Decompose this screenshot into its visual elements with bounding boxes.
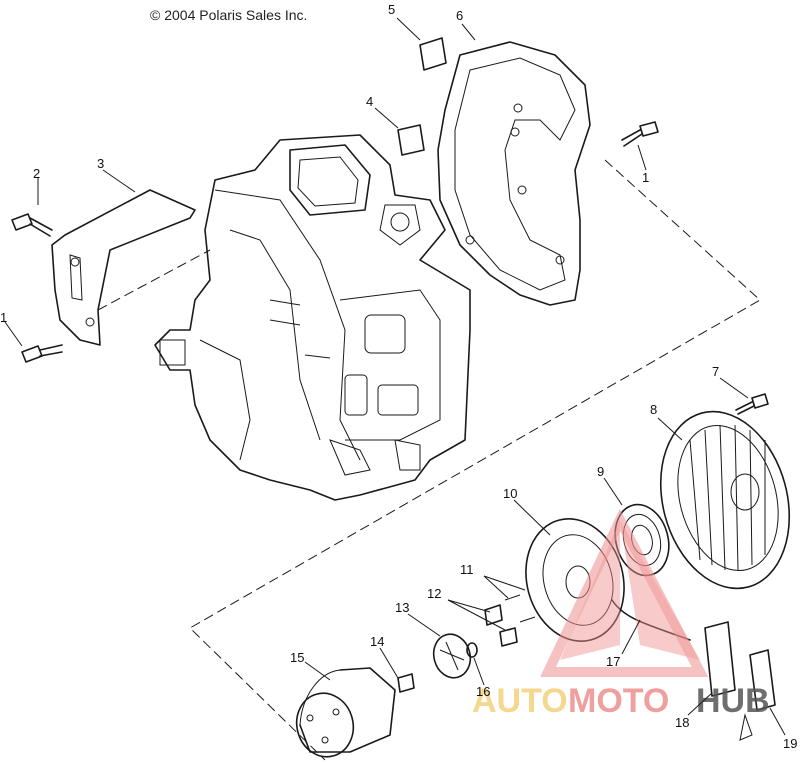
part-tag bbox=[739, 649, 776, 741]
callout-18: 18 bbox=[675, 715, 689, 730]
callout-1-left: 1 bbox=[0, 310, 7, 325]
part-engine bbox=[154, 134, 471, 501]
callout-3: 3 bbox=[97, 156, 104, 171]
callout-labels: 1 1 2 3 4 5 6 7 8 9 10 11 12 13 14 15 16… bbox=[0, 2, 797, 751]
callout-14: 14 bbox=[370, 634, 384, 649]
part-starter-cup bbox=[295, 667, 396, 758]
watermark-hub: HUB bbox=[696, 682, 770, 720]
callout-17: 17 bbox=[606, 654, 620, 669]
part-decal-4 bbox=[397, 124, 425, 156]
watermark-triangle bbox=[560, 520, 700, 660]
callout-4: 4 bbox=[366, 94, 373, 109]
part-screw-14 bbox=[397, 673, 415, 693]
callout-9: 9 bbox=[597, 464, 604, 479]
part-decal-5 bbox=[419, 37, 447, 71]
part-starter-housing bbox=[659, 410, 791, 590]
part-fan-shroud bbox=[437, 41, 591, 306]
callout-7: 7 bbox=[712, 364, 719, 379]
part-clip bbox=[466, 642, 478, 658]
watermark-triangle-outline bbox=[540, 508, 709, 677]
part-bolt-2 bbox=[11, 213, 53, 237]
watermark-auto: AUTO bbox=[472, 682, 568, 720]
callout-15: 15 bbox=[290, 650, 304, 665]
part-bolt-1-right bbox=[621, 121, 659, 147]
callout-16: 16 bbox=[476, 684, 490, 699]
callout-10: 10 bbox=[503, 486, 517, 501]
part-bolt-1-left bbox=[21, 344, 63, 363]
callout-6: 6 bbox=[456, 8, 463, 23]
callout-1-right: 1 bbox=[642, 170, 649, 185]
assembly-boundary bbox=[97, 159, 761, 761]
part-friction-plate bbox=[432, 633, 472, 679]
part-ratchets bbox=[484, 594, 536, 647]
watermark-moto: MOTO bbox=[568, 682, 669, 720]
callout-13: 13 bbox=[395, 600, 409, 615]
callout-19: 19 bbox=[783, 736, 797, 751]
callout-2: 2 bbox=[33, 166, 40, 181]
part-rope-handle bbox=[704, 621, 736, 697]
watermark: AUTO MOTO HUB bbox=[472, 508, 770, 720]
callout-11: 11 bbox=[460, 562, 474, 577]
part-bolt-7 bbox=[735, 393, 769, 415]
callout-8: 8 bbox=[650, 402, 657, 417]
callout-5: 5 bbox=[388, 2, 395, 17]
copyright-text: © 2004 Polaris Sales Inc. bbox=[150, 7, 307, 23]
callout-12: 12 bbox=[427, 586, 441, 601]
part-heat-shield bbox=[51, 189, 196, 346]
leader-lines bbox=[4, 17, 786, 736]
